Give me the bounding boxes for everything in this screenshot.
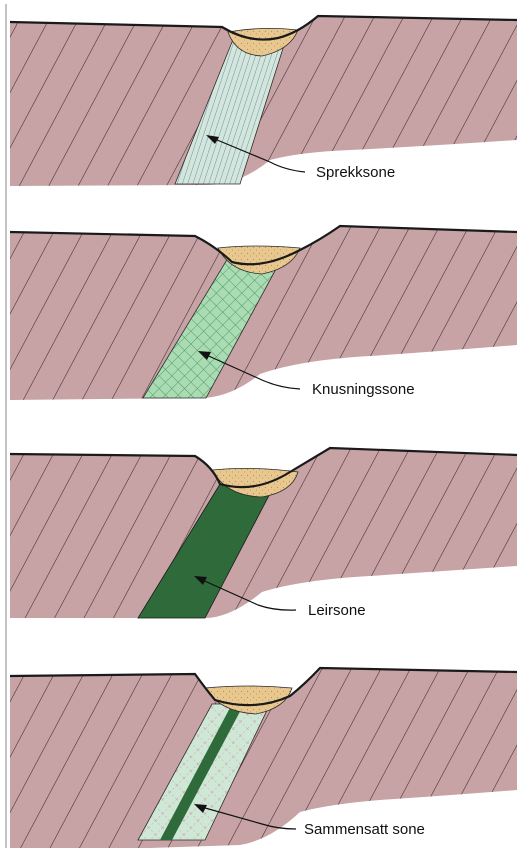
zone-label: Knusningssone bbox=[312, 381, 415, 398]
zone-label: Sprekksone bbox=[316, 164, 395, 181]
zone-label: Sammensatt sone bbox=[304, 821, 425, 838]
panel-leirsone: Leirsone bbox=[10, 448, 517, 619]
zone-label: Leirsone bbox=[308, 602, 366, 619]
panel-knusningssone: Knusningssone bbox=[10, 226, 517, 400]
panel-sprekksone: Sprekksone bbox=[10, 16, 517, 186]
panel-sammensatt-sone: Sammensatt sone bbox=[10, 668, 517, 848]
